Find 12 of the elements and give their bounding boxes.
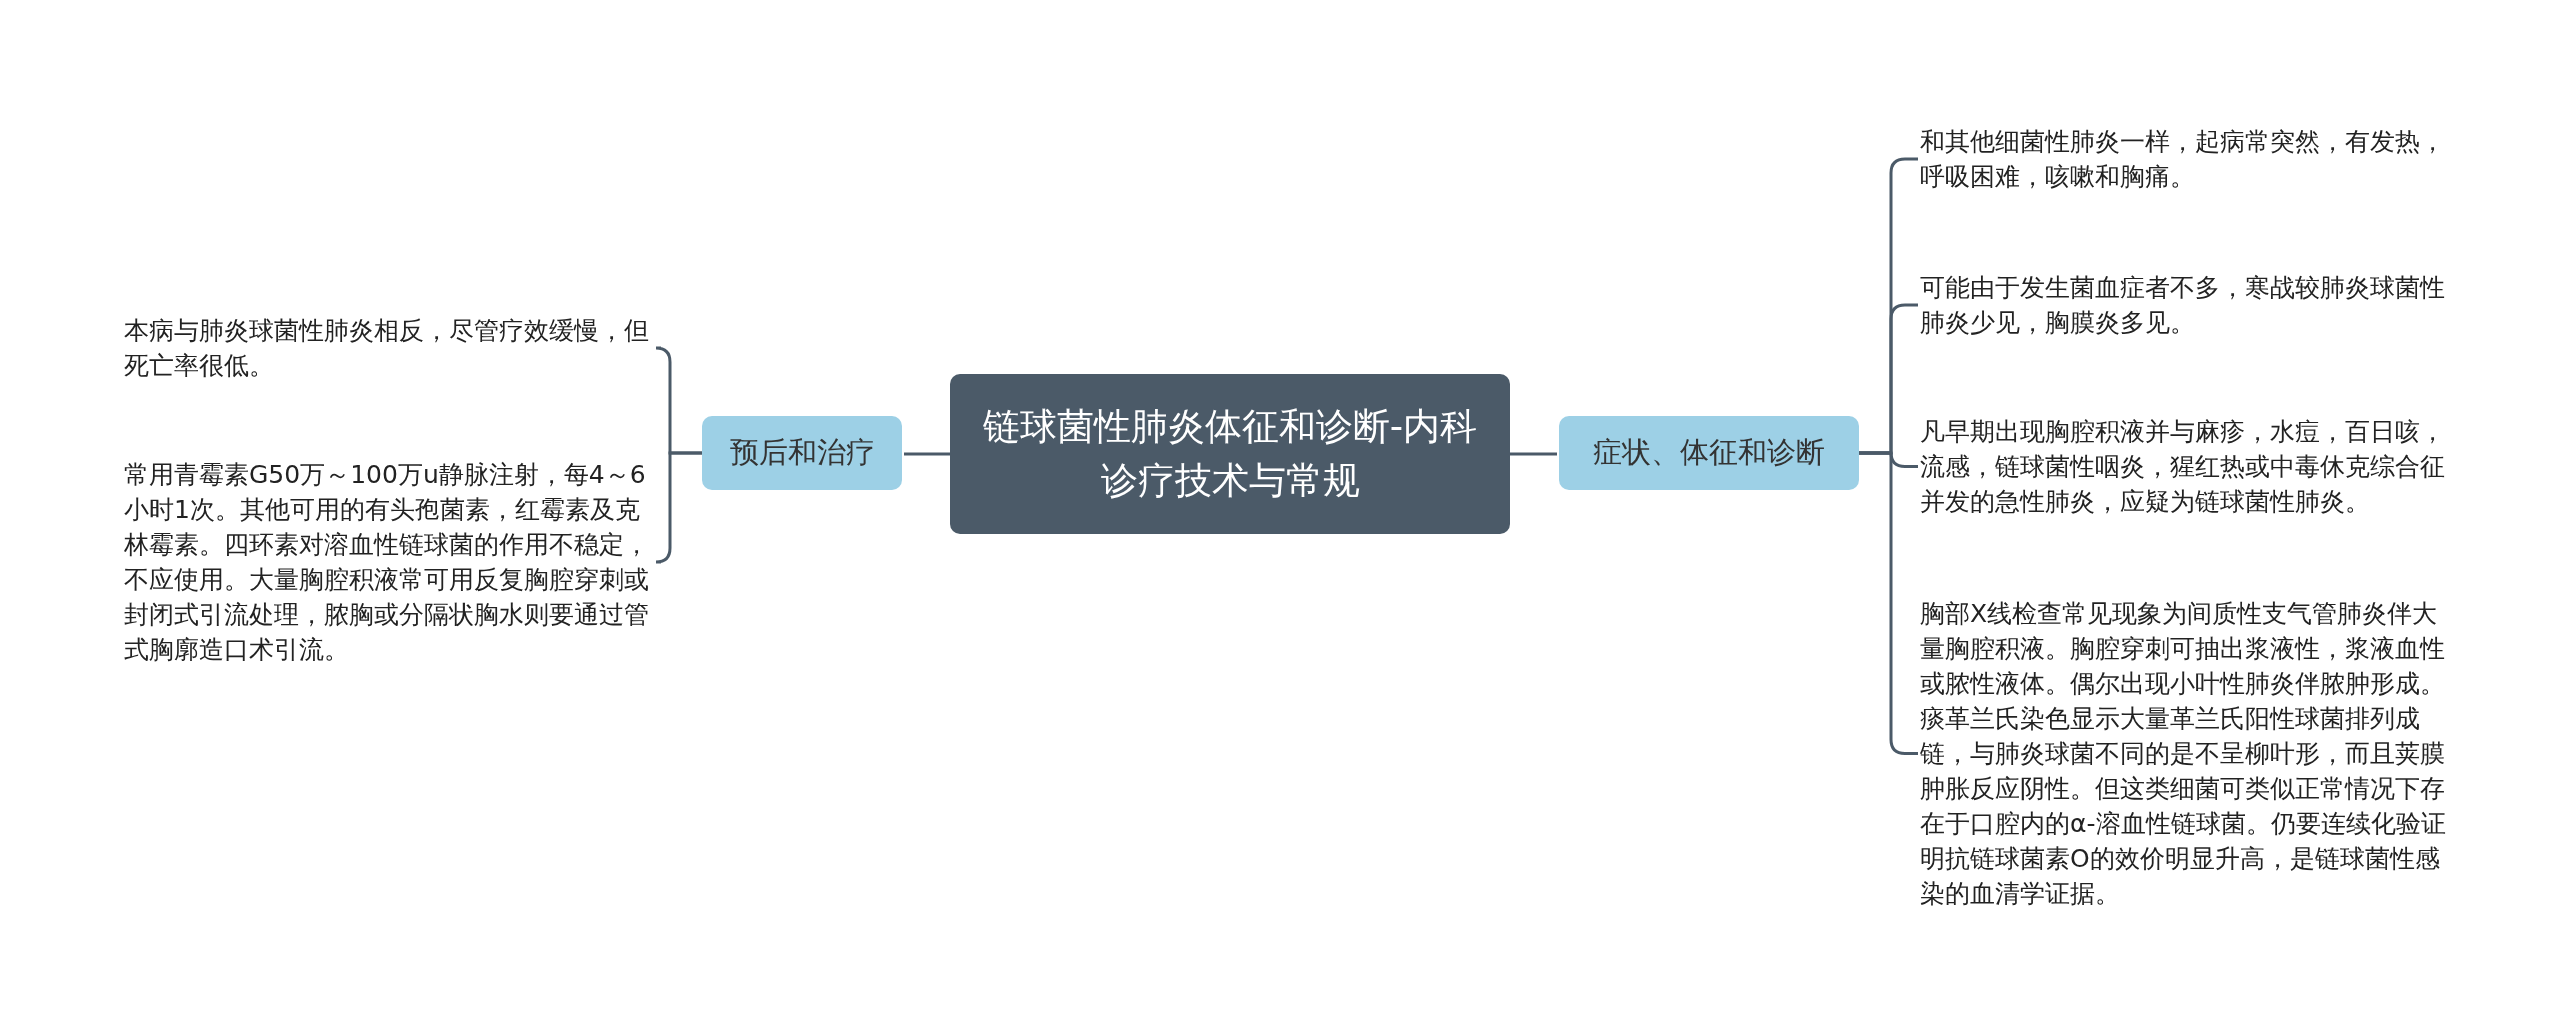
note-text: 本病与肺炎球菌性肺炎相反，尽管疗效缓慢，但死亡率很低。 — [124, 313, 659, 383]
note-text: 常用青霉素G50万～100万u静脉注射，每4～6小时1次。其他可用的有头孢菌素，红霉素及克林霉素。四环素对溶血性链球菌的作用不稳定，不应使用。大量胸腔积液常可用反复胸腔穿刺或封闭式引流处理，脓胸或分隔状胸水则要通过管式胸廓造口术引流。 — [124, 457, 659, 667]
note-text: 可能由于发生菌血症者不多，寒战较肺炎球菌性肺炎少见，胸膜炎多见。 — [1920, 270, 2450, 340]
note-text: 胸部X线检查常见现象为间质性支气管肺炎伴大量胸腔积液。胸腔穿刺可抽出浆液性，浆液血性或脓性液体。偶尔出现小叶性肺炎伴脓肿形成。痰革兰氏染色显示大量革兰氏阳性球菌排列成链，与肺炎球菌不同的是不呈柳叶形，而且荚膜肿胀反应阴性。但这类细菌可类似正常情况下存在于口腔内的α-溶血性链球菌。仍要连续化验证明抗链球菌素O的效价明显升高，是链球菌性感染的血清学证据。 — [1920, 596, 2450, 911]
branch-box: 预后和治疗 — [702, 416, 902, 490]
note-text: 和其他细菌性肺炎一样，起病常突然，有发热，呼吸困难，咳嗽和胸痛。 — [1920, 124, 2450, 194]
connector-line — [904, 452, 950, 456]
connector-line — [654, 451, 702, 564]
connector-line — [1510, 452, 1557, 456]
branch-box: 症状、体征和诊断 — [1559, 416, 1859, 490]
topic-box: 链球菌性肺炎体征和诊断-内科诊疗技术与常规 — [950, 374, 1510, 534]
note-text: 凡早期出现胸腔积液并与麻疹，水痘，百日咳，流感，链球菌性咽炎，猩红热或中毒休克综合征并发的急性肺炎，应疑为链球菌性肺炎。 — [1920, 414, 2450, 519]
